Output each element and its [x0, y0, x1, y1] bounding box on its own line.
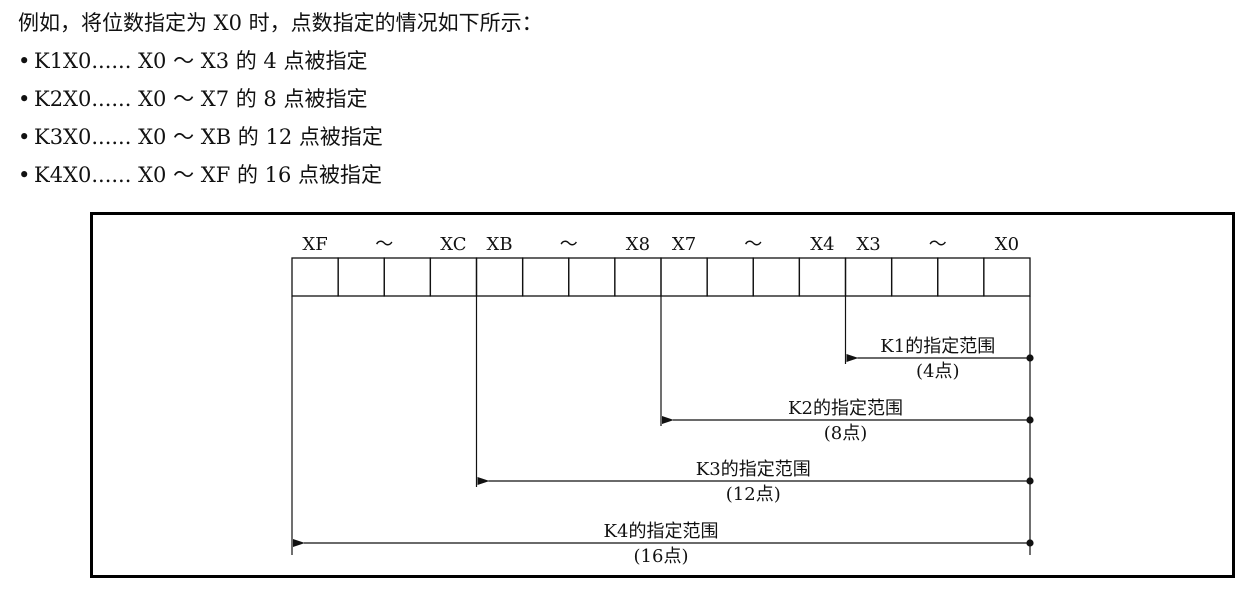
bullet-k2: •K2X0...... X0 ～ X7 的 8 点被指定 — [18, 80, 1218, 118]
bit-cell — [890, 257, 939, 297]
bit-cell — [844, 257, 893, 297]
bullet-text: K4X0...... X0 ～ XF 的 16 点被指定 — [34, 163, 383, 187]
range-points-label: (16点) — [634, 546, 689, 567]
range-origin-dot — [1026, 477, 1034, 485]
bit-cell — [660, 257, 708, 297]
range-label: K2的指定范围 — [788, 398, 903, 419]
bit-cell — [614, 257, 662, 297]
bit-cell — [429, 257, 478, 297]
range-points-label: (12点) — [726, 484, 781, 505]
bit-cell — [521, 257, 570, 297]
bit-header-label: X3 — [856, 234, 880, 255]
description-text: 例如，将位数指定为 X0 时，点数指定的情况如下所示： •K1X0...... … — [18, 4, 1218, 194]
bit-cell — [983, 257, 1031, 297]
diagram-frame — [90, 212, 1235, 578]
bit-header-labels: XF ～ XC XB ～ X8 X7 ～ X4 X3 ～ X0 — [302, 234, 1019, 255]
bit-cell — [475, 257, 524, 297]
range-origin-dot — [1026, 354, 1034, 362]
intro-line: 例如，将位数指定为 X0 时，点数指定的情况如下所示： — [18, 11, 543, 35]
bit-header-label: ～ — [744, 234, 762, 255]
range-label: K1的指定范围 — [880, 336, 995, 357]
bit-header-label: ～ — [560, 234, 578, 255]
bullet-k4: •K4X0...... X0 ～ XF 的 16 点被指定 — [18, 156, 1218, 194]
bit-cell — [752, 257, 801, 297]
bullet-dot: • — [18, 49, 31, 73]
bit-cell — [337, 257, 385, 297]
bit-cell — [383, 257, 432, 297]
range-origin-dot — [1026, 416, 1034, 424]
bit-header-label: X4 — [810, 234, 834, 255]
bit-header-label: ～ — [929, 234, 947, 255]
bullet-k3: •K3X0...... X0 ～ XB 的 12 点被指定 — [18, 118, 1218, 156]
bullet-k1: •K1X0...... X0 ～ X3 的 4 点被指定 — [18, 42, 1218, 80]
bit-cell — [798, 257, 847, 297]
bit-header-label: ～ — [375, 234, 393, 255]
bit-header-label: XF — [302, 234, 327, 255]
bit-cell — [937, 257, 985, 297]
bit-cell — [706, 257, 754, 297]
range-points-label: (4点) — [916, 361, 960, 382]
bit-header-label: X8 — [626, 234, 650, 255]
bullet-dot: • — [18, 125, 31, 149]
bit-cells-row — [291, 257, 1031, 297]
range-arrows: K1的指定范围 (4点) K2的指定范围 (8点) K3的指定范围 (12点) K4的指定范… — [291, 296, 1034, 567]
range-points-label: (8点) — [824, 423, 868, 444]
bullet-text: K3X0...... X0 ～ XB 的 12 点被指定 — [34, 125, 383, 149]
bullet-text: K1X0...... X0 ～ X3 的 4 点被指定 — [34, 49, 368, 73]
bullet-dot: • — [18, 163, 31, 187]
range-label: K4的指定范围 — [604, 521, 719, 542]
bullet-text: K2X0...... X0 ～ X7 的 8 点被指定 — [34, 87, 368, 111]
bit-header-label: XC — [440, 234, 466, 255]
bit-header-label: XB — [487, 234, 513, 255]
bit-cell — [568, 257, 616, 297]
bit-header-label: X7 — [672, 234, 696, 255]
bit-header-label: X0 — [995, 234, 1019, 255]
bullet-dot: • — [18, 87, 31, 111]
bit-cell — [291, 257, 339, 297]
range-origin-dot — [1026, 539, 1034, 547]
range-label: K3的指定范围 — [696, 459, 811, 480]
